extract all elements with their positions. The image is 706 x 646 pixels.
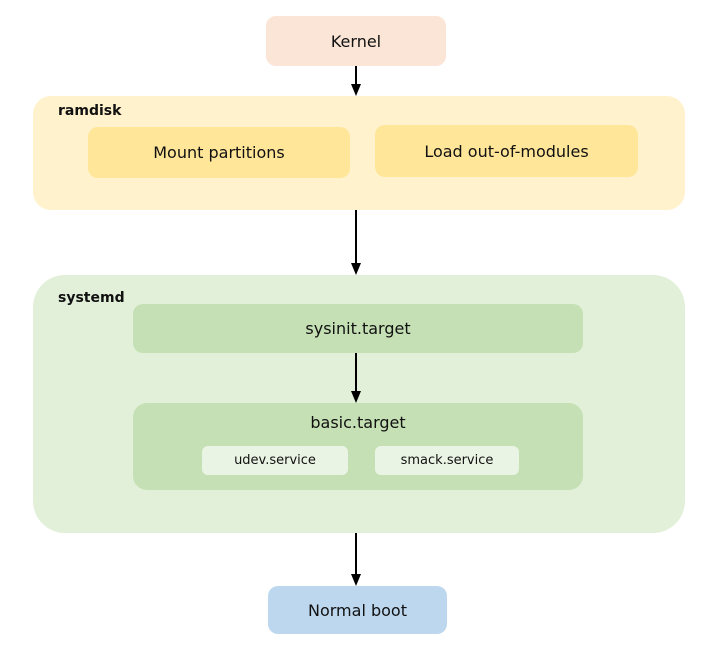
kernel-label: Kernel (330, 31, 382, 51)
kernel-node: Kernel (266, 16, 446, 66)
load-out-of-modules-label: Load out-of-modules (424, 141, 589, 161)
arrow-head-icon (351, 84, 361, 96)
arrow-ramdisk-to-systemd (350, 210, 362, 275)
systemd-group: systemd sysinit.target basic.target udev… (33, 275, 685, 533)
udev-service-node: udev.service (202, 446, 348, 475)
arrow-sysinit-to-basic (350, 353, 362, 403)
smack-service-node: smack.service (375, 446, 519, 475)
normal-boot-node: Normal boot (268, 586, 447, 634)
sysinit-target-label: sysinit.target (305, 319, 411, 338)
arrow-head-icon (351, 574, 361, 586)
basic-target-node: basic.target udev.service smack.service (133, 403, 583, 490)
normal-boot-label: Normal boot (308, 600, 407, 620)
arrow-shaft (355, 210, 357, 264)
arrow-head-icon (351, 391, 361, 403)
udev-service-label: udev.service (234, 453, 316, 468)
load-out-of-modules-node: Load out-of-modules (375, 125, 638, 177)
ramdisk-group-label: ramdisk (58, 103, 122, 119)
arrow-head-icon (351, 263, 361, 275)
arrow-kernel-to-ramdisk (350, 66, 362, 96)
arrow-shaft (355, 66, 357, 85)
mount-partitions-label: Mount partitions (153, 143, 285, 162)
systemd-group-label: systemd (58, 290, 125, 306)
arrow-shaft (355, 353, 357, 392)
sysinit-target-node: sysinit.target (133, 304, 583, 353)
smack-service-label: smack.service (400, 453, 494, 468)
arrow-shaft (355, 533, 357, 575)
mount-partitions-node: Mount partitions (88, 127, 350, 178)
arrow-systemd-to-normal-boot (350, 533, 362, 586)
ramdisk-group: ramdisk Mount partitions Load out-of-mod… (33, 96, 685, 210)
basic-target-label: basic.target (310, 413, 406, 432)
